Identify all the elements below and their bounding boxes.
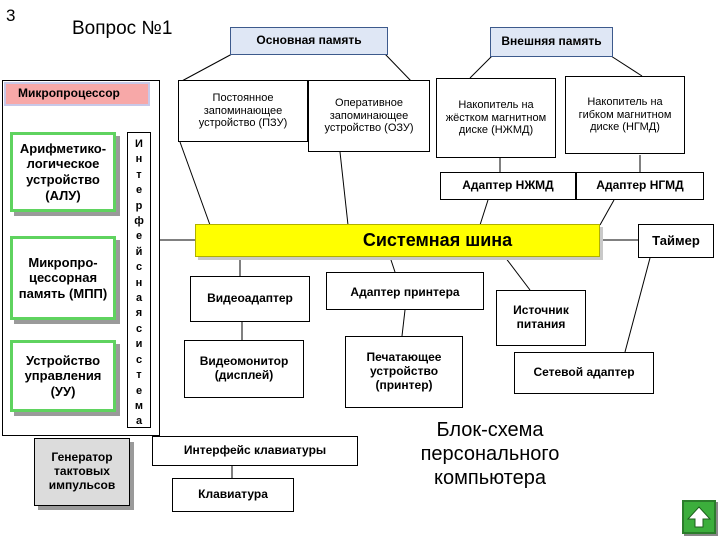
- interface-letter: е: [135, 184, 143, 197]
- interface-letter: я: [135, 307, 143, 320]
- slide-number: 3: [6, 6, 16, 25]
- home-arrow-icon[interactable]: [682, 500, 716, 534]
- interface-letter: а: [135, 292, 143, 305]
- line-bus-printeradapter: [389, 256, 396, 273]
- clock-generator: Генератор тактовых импульсов: [34, 438, 130, 506]
- system-bus: Системная шина: [195, 224, 600, 257]
- alu-label: Арифметико-логическое устройство (АЛУ): [13, 135, 113, 209]
- fdd-adapter: Адаптер НГМД: [576, 172, 704, 200]
- interface-letter: т: [136, 168, 142, 181]
- line-mainmem-rom: [179, 53, 233, 83]
- network-adapter: Сетевой адаптер: [514, 352, 654, 394]
- hdd-adapter: Адаптер НЖМД: [440, 172, 576, 200]
- interface-letter: й: [135, 245, 143, 258]
- video-monitor: Видеомонитор (дисплей): [184, 340, 304, 398]
- line-bus-network: [624, 257, 651, 353]
- interface-letter: с: [135, 322, 143, 335]
- mpp-block: Микропро-цессорная память (МПП): [10, 236, 116, 320]
- line-bus-power: [504, 256, 531, 291]
- video-adapter: Видеоадаптер: [190, 276, 310, 322]
- line-printeradapter-printer: [401, 309, 406, 337]
- uu-block: Устройство управления (УУ): [10, 340, 116, 412]
- diagram-caption: Блок-схема персонального компьютера: [420, 419, 560, 489]
- interface-letter: т: [136, 369, 142, 382]
- interface-letter: с: [135, 353, 143, 366]
- interface-letter: е: [135, 230, 143, 243]
- interface-letter: а: [135, 415, 143, 428]
- rom-block: Постоянное запоминающее устройство (ПЗУ): [178, 80, 308, 142]
- alu-block: Арифметико-логическое устройство (АЛУ): [10, 132, 116, 212]
- line-mainmem-ram: [384, 53, 413, 83]
- line-fddadapter-bus: [599, 199, 615, 226]
- interface-letter: с: [135, 261, 143, 274]
- main-memory-header: Основная память: [230, 27, 388, 55]
- power-source: Источник питания: [496, 290, 586, 346]
- line-ram-bus: [339, 151, 349, 226]
- interface-letter: н: [135, 276, 143, 289]
- mpp-label: Микропро-цессорная память (МПП): [13, 239, 113, 317]
- uu-label: Устройство управления (УУ): [13, 343, 113, 409]
- keyboard-block: Клавиатура: [172, 478, 294, 512]
- interface-letter: е: [135, 384, 143, 397]
- line-rom-bus: [179, 141, 211, 226]
- hdd-block: Накопитель на жёстком магнитном диске (Н…: [436, 78, 556, 158]
- interface-letter: м: [134, 399, 144, 412]
- line-extmem-hdd: [469, 55, 493, 79]
- external-memory-header: Внешняя память: [490, 27, 613, 57]
- interface-letter: ф: [134, 215, 144, 228]
- printer-block: Печатающее устройство (принтер): [345, 336, 463, 408]
- interface-letter: н: [135, 153, 143, 166]
- interface-letter: и: [135, 338, 143, 351]
- question-title: Вопрос №1: [72, 18, 173, 39]
- microprocessor-header: Микропроцессор: [4, 82, 150, 106]
- printer-adapter: Адаптер принтера: [326, 272, 484, 310]
- ram-block: Оперативное запоминающее устройство (ОЗУ…: [308, 80, 430, 152]
- interface-letter: р: [135, 199, 143, 212]
- interface-letter: И: [135, 138, 143, 150]
- fdd-block: Накопитель на гибком магнитном диске (НГ…: [565, 76, 685, 154]
- interface-system: И н т е р ф е й с н а я с и с т е м а: [127, 132, 151, 428]
- line-hddadapter-bus: [479, 199, 489, 226]
- line-extmem-fdd: [610, 55, 643, 77]
- arrow-up-icon: [686, 506, 712, 528]
- timer-block: Таймер: [638, 224, 714, 258]
- keyboard-interface: Интерфейс клавиатуры: [152, 436, 358, 466]
